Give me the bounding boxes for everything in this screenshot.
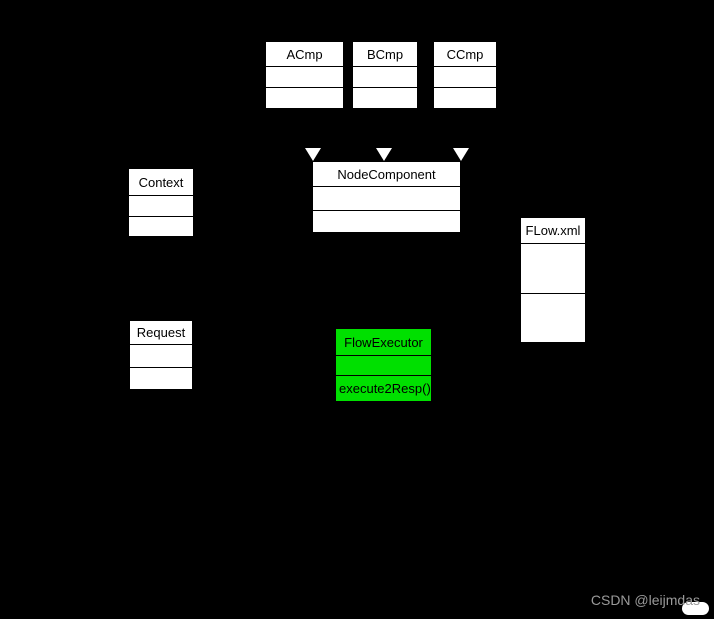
class-title: ACmp [286, 46, 323, 62]
class-attributes-compartment [313, 186, 460, 210]
class-title: Context [138, 174, 184, 190]
class-box-request: Request [129, 320, 193, 390]
class-box-acmp: ACmp [265, 41, 344, 109]
class-attributes-compartment [130, 344, 192, 367]
generalization-line-acmp [313, 109, 314, 148]
class-attributes-compartment [434, 66, 496, 87]
class-methods-compartment [434, 87, 496, 108]
class-attributes-compartment [353, 66, 417, 87]
class-attributes-compartment [336, 355, 431, 375]
class-attributes-compartment [129, 195, 193, 216]
class-methods-compartment [130, 367, 192, 389]
watermark: CSDN @leijmdas [590, 592, 700, 608]
class-title: CCmp [446, 46, 484, 62]
watermark-blob [682, 602, 709, 615]
class-methods-compartment [521, 293, 585, 342]
class-methods-compartment [313, 210, 460, 232]
class-title: FlowExecutor [344, 334, 423, 350]
class-attributes-compartment [266, 66, 343, 87]
class-methods-compartment [266, 87, 343, 108]
class-methods-compartment [353, 87, 417, 108]
class-box-flowxml: FLow.xml [520, 217, 586, 343]
class-box-ccmp: CCmp [433, 41, 497, 109]
class-box-context: Context [128, 168, 194, 237]
class-title: Request [136, 325, 186, 340]
class-box-bcmp: BCmp [352, 41, 418, 109]
generalization-line-ccmp [461, 109, 462, 148]
inheritance-triangle-icon [305, 148, 321, 161]
class-title: BCmp [366, 46, 404, 62]
class-title: FLow.xml [525, 223, 581, 238]
inheritance-triangle-icon [376, 148, 392, 161]
class-title: NodeComponent [337, 166, 436, 182]
class-method-execute2resp: execute2Resp() [336, 375, 431, 401]
class-box-flowexecutor: FlowExecutor execute2Resp() [335, 328, 432, 402]
class-attributes-compartment [521, 243, 585, 293]
class-methods-compartment [129, 216, 193, 236]
inheritance-triangle-icon [453, 148, 469, 161]
class-box-nodecomponent: NodeComponent [312, 161, 461, 233]
generalization-line-bcmp [384, 109, 385, 148]
